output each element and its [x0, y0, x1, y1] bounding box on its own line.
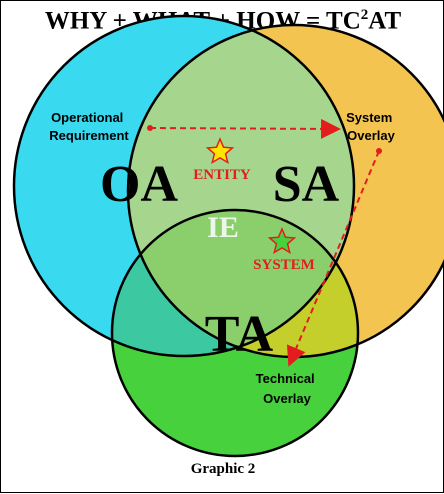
system-to-technical-arrow: [286, 150, 380, 367]
system-overlay-label: System Overlay: [346, 110, 396, 143]
ta-label: TA: [205, 306, 274, 363]
ie-label: IE: [207, 211, 239, 244]
operational-label: Operational Requirement: [49, 110, 129, 143]
technical-overlay-label: Technical Overlay: [256, 371, 319, 406]
operational-to-system-arrow: [149, 118, 341, 139]
oa-label: OA: [100, 156, 178, 213]
center-overlap: [128, 210, 354, 356]
system-label: SYSTEM: [253, 257, 315, 273]
entity-label: ENTITY: [193, 167, 251, 183]
system-star-icon: [267, 227, 297, 255]
sa-label: SA: [273, 156, 340, 213]
diagram-caption: Graphic 2: [190, 461, 256, 477]
entity-star-icon: [205, 137, 235, 165]
